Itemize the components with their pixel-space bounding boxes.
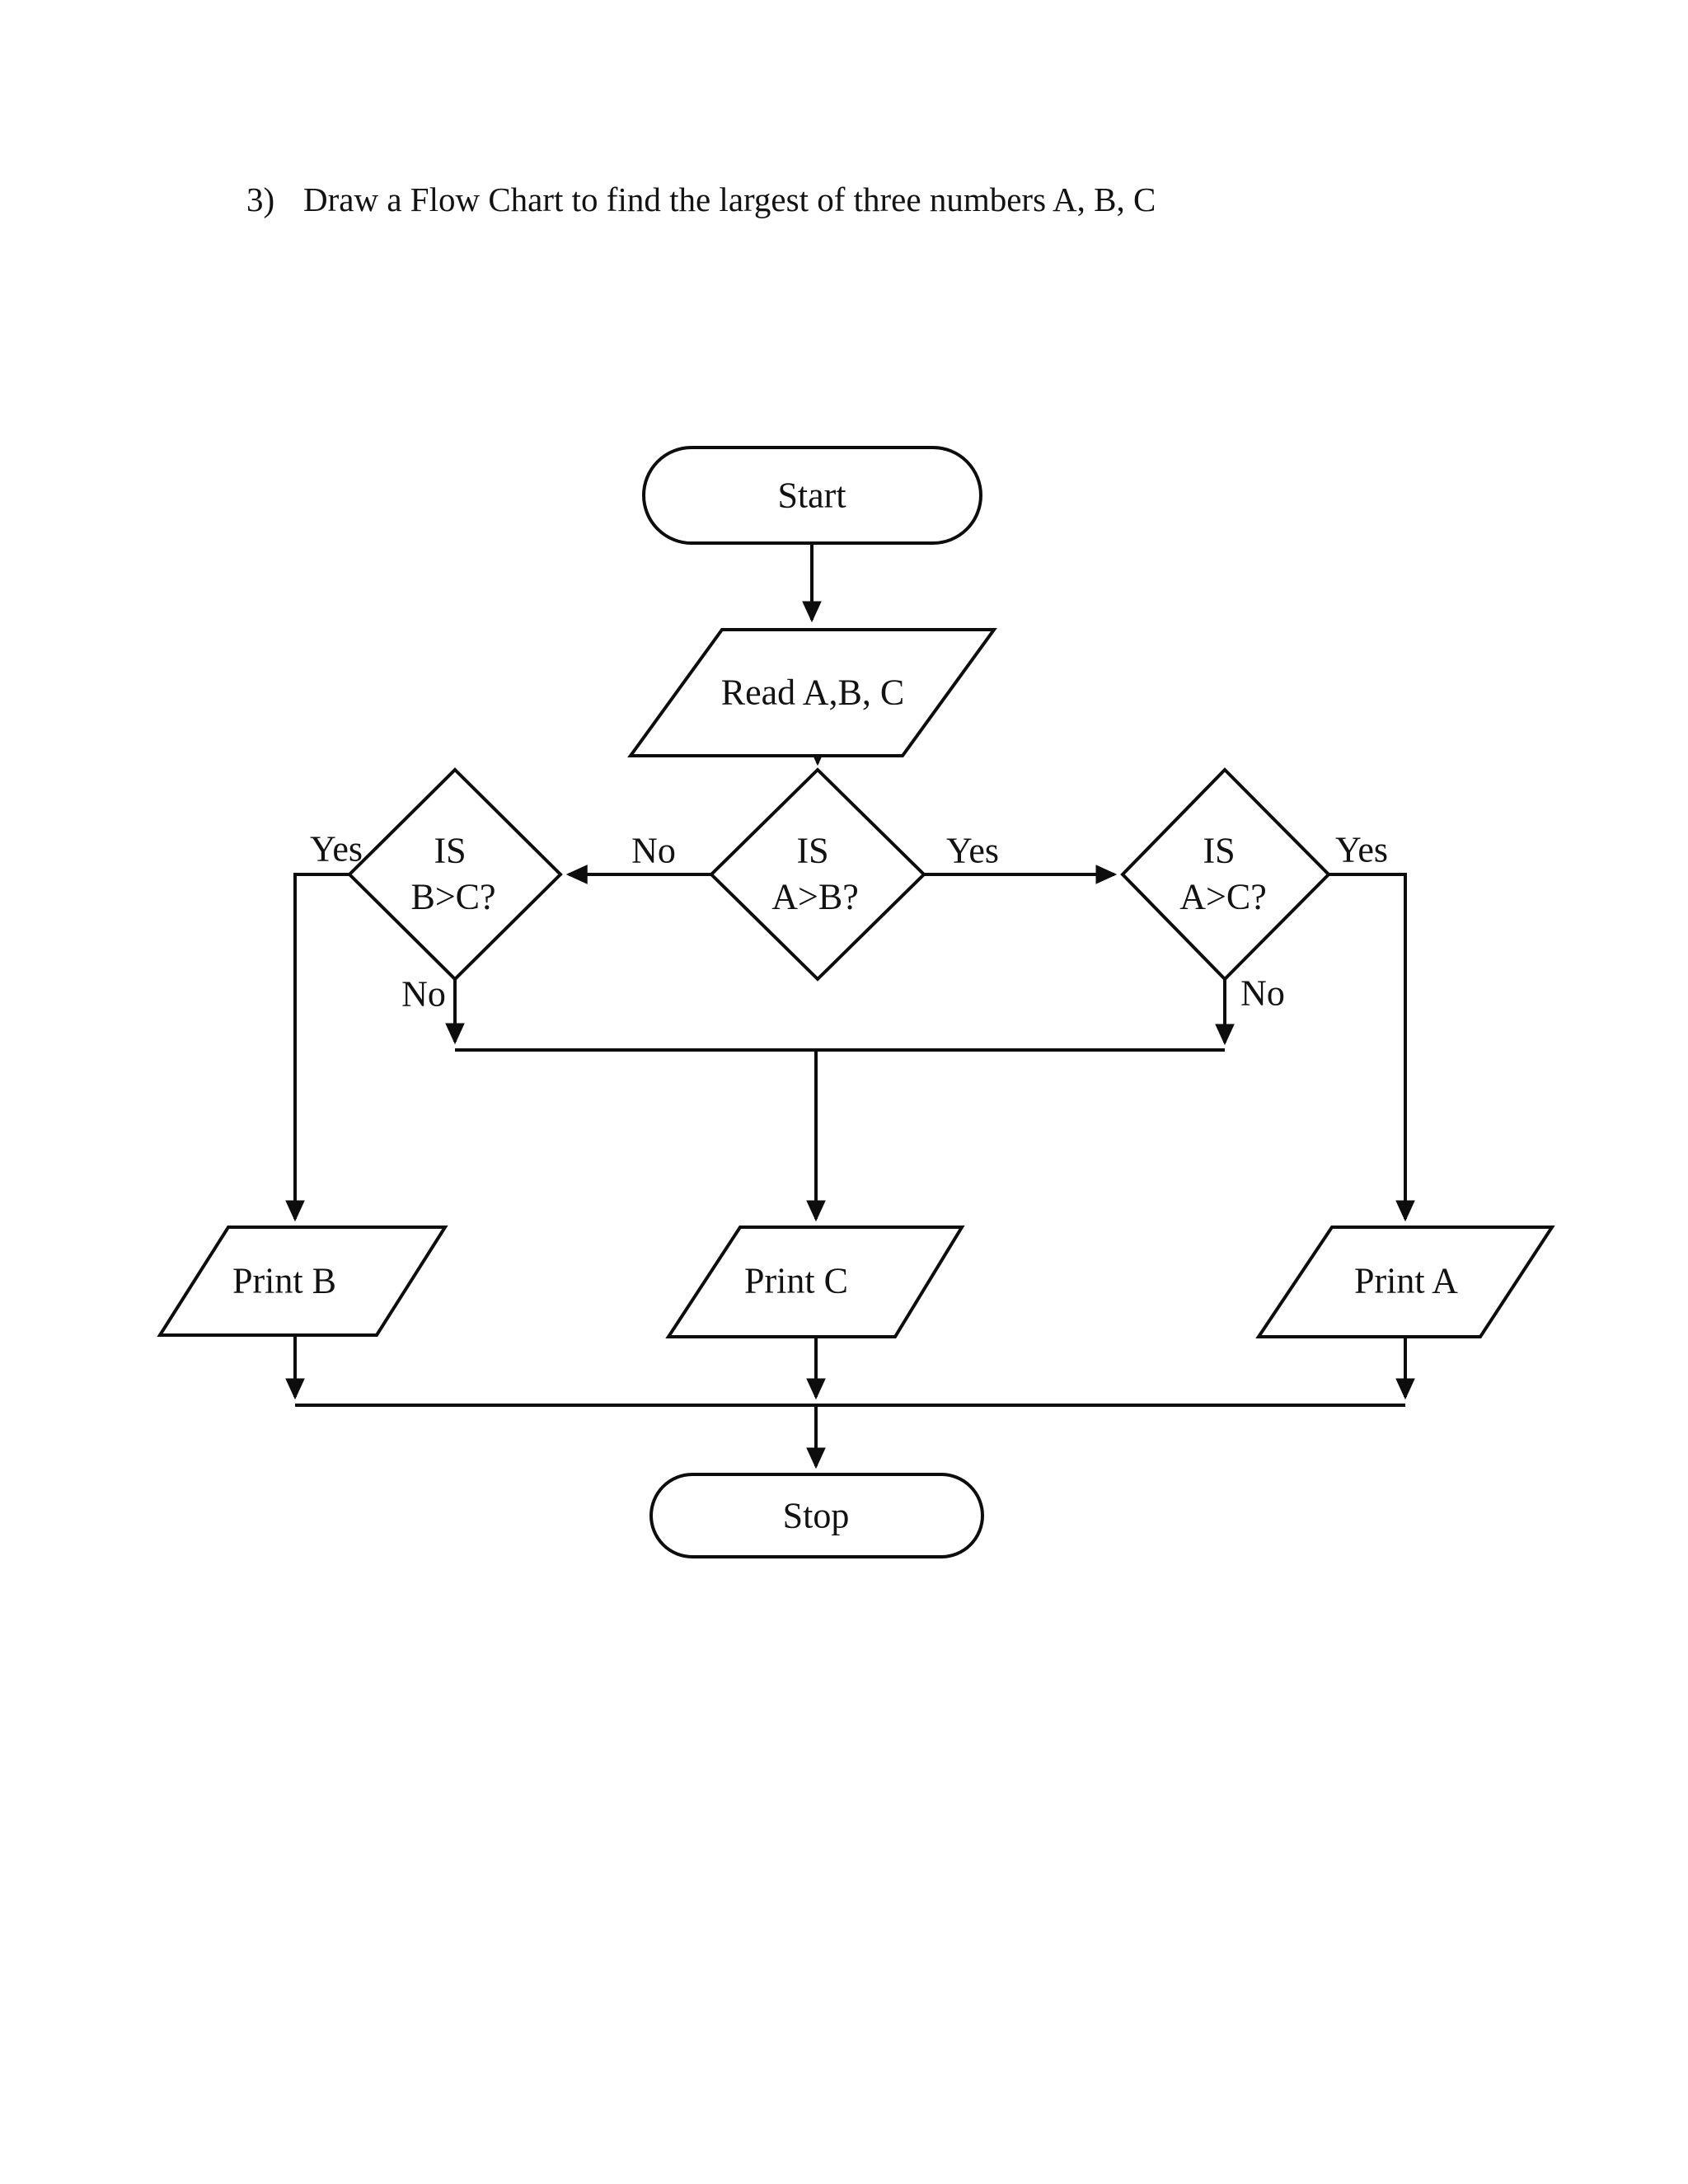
- print-b-parallelogram-label: Print B: [232, 1261, 336, 1301]
- label-yes-a-gt-b: Yes: [946, 831, 999, 871]
- edge-b-gt-c-yes-to-print-b: [285, 873, 349, 1222]
- decision-a-gt-c-diamond: IS A>C?: [1120, 767, 1331, 982]
- decision-b-gt-c-diamond-shape: [347, 767, 563, 982]
- label-no-a-gt-b: No: [631, 831, 676, 871]
- print-b-parallelogram-shape: [157, 1226, 448, 1337]
- page-title: 3) Draw a Flow Chart to find the largest …: [246, 180, 1156, 218]
- decision-a-gt-b-diamond: IS A>B?: [709, 767, 926, 982]
- read-input-parallelogram-shape: [627, 628, 997, 757]
- print-b-parallelogram: Print B: [157, 1226, 448, 1337]
- start-terminator-shape: [642, 446, 982, 545]
- print-c-parallelogram-label: Print C: [744, 1261, 848, 1301]
- title-label: Draw a Flow Chart to find the largest of…: [303, 180, 1156, 218]
- edge-a-gt-c-yes-to-print-a: [1329, 873, 1415, 1222]
- label-yes-b-gt-c: Yes: [310, 829, 363, 869]
- start-terminator: Start: [642, 446, 982, 545]
- stop-terminator: Stop: [649, 1473, 984, 1558]
- print-c-parallelogram: Print C: [665, 1226, 965, 1338]
- title-number: 3): [246, 180, 274, 218]
- decision-b-gt-c-diamond-label-2: B>C?: [410, 877, 495, 917]
- decision-a-gt-b-diamond-shape: [709, 767, 926, 982]
- print-a-parallelogram-shape: [1255, 1226, 1555, 1338]
- stop-terminator-shape: [649, 1473, 984, 1558]
- print-a-parallelogram: Print A: [1255, 1226, 1555, 1338]
- print-a-parallelogram-label: Print A: [1354, 1261, 1458, 1301]
- decision-a-gt-b-diamond-label-1: IS: [796, 831, 828, 871]
- decision-a-gt-c-diamond-label-2: A>C?: [1179, 877, 1266, 917]
- read-input-parallelogram-label: Read A,B, C: [721, 673, 904, 713]
- read-input-parallelogram: Read A,B, C: [627, 628, 997, 757]
- decision-a-gt-b-diamond-label-2: A>B?: [771, 877, 858, 917]
- label-no-b-gt-c: No: [401, 974, 446, 1015]
- flow-edges: [285, 543, 1415, 1469]
- decision-a-gt-c-diamond-label-1: IS: [1203, 831, 1235, 871]
- label-yes-a-gt-c: Yes: [1335, 830, 1388, 870]
- decision-b-gt-c-diamond: IS B>C?: [347, 767, 563, 982]
- label-no-a-gt-c: No: [1240, 973, 1285, 1014]
- decision-b-gt-c-diamond-label-1: IS: [434, 831, 466, 871]
- decision-a-gt-c-diamond-shape: [1120, 767, 1331, 982]
- print-c-parallelogram-shape: [665, 1226, 965, 1338]
- start-terminator-label: Start: [777, 476, 846, 516]
- stop-terminator-label: Stop: [783, 1496, 850, 1536]
